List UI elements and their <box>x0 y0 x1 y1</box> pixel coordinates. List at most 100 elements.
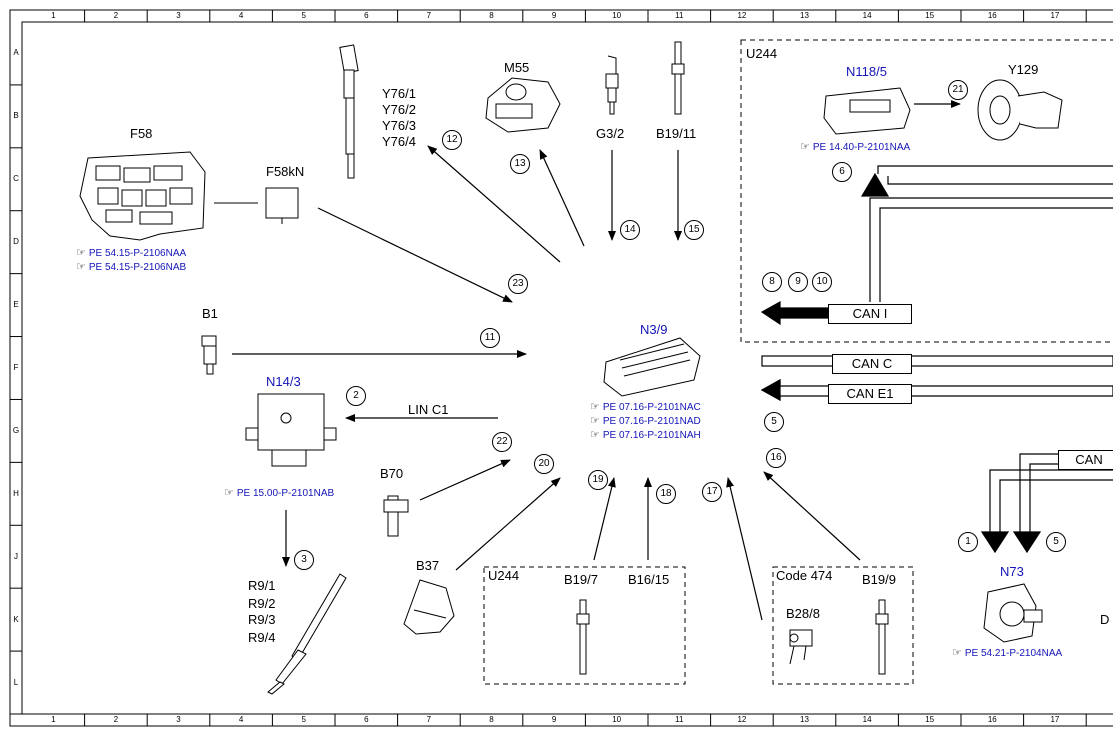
g32-sensor-drawing <box>605 55 619 115</box>
column-reference-top: 2 <box>113 11 119 20</box>
signal-number: 17 <box>702 482 722 502</box>
column-reference-bottom: 13 <box>800 715 809 724</box>
hand-pointer-icon: ☞ <box>590 401 600 413</box>
column-reference-bottom: 17 <box>1050 715 1060 724</box>
column-reference-bottom: 10 <box>612 715 622 724</box>
row-reference: A <box>13 48 19 58</box>
column-reference-top: 5 <box>301 11 306 20</box>
row-reference: C <box>13 174 19 184</box>
n39-reference-3[interactable]: ☞PE 07.16-P-2101NAH <box>590 428 701 441</box>
cut-label-d: D <box>1100 612 1110 627</box>
f58-fuse-box-drawing <box>79 151 206 241</box>
n39-reference-1[interactable]: ☞PE 07.16-P-2101NAC <box>590 400 701 413</box>
code474-box <box>772 566 914 685</box>
signal-number: 19 <box>588 470 608 490</box>
row-reference: L <box>13 677 19 687</box>
can-e1-label: CAN E1 <box>828 384 912 404</box>
signal-number: 21 <box>948 80 968 100</box>
signal-number: 8 <box>762 272 782 292</box>
n39-reference-1-text: PE 07.16-P-2101NAC <box>602 402 701 413</box>
signal-number: 22 <box>492 432 512 452</box>
row-reference: B <box>13 111 19 121</box>
n143-label: N14/3 <box>266 374 301 389</box>
column-reference-bottom: 16 <box>987 715 997 724</box>
b37-pedal-drawing <box>403 579 455 635</box>
hand-pointer-icon: ☞ <box>952 647 962 659</box>
n1185-label: N118/5 <box>846 64 887 79</box>
row-reference: K <box>13 614 19 624</box>
n73-ignition-switch-drawing <box>983 583 1043 643</box>
n73-reference[interactable]: ☞PE 54.21-P-2104NAA <box>952 646 1062 659</box>
column-reference-bottom: 1 <box>51 715 56 724</box>
u244-bottom-box <box>483 566 686 685</box>
signal-number: 20 <box>534 454 554 474</box>
column-reference-top: 1 <box>51 11 56 20</box>
column-reference-top: 3 <box>176 11 181 20</box>
u244-top-label: U244 <box>746 46 778 61</box>
outer-frame <box>9 9 1113 727</box>
signal-number: 5 <box>1046 532 1066 552</box>
column-reference-top: 15 <box>925 11 935 20</box>
f58-reference-2[interactable]: ☞PE 54.15-P-2106NAB <box>76 260 186 273</box>
n143-module-drawing <box>245 393 337 467</box>
column-reference-bottom: 5 <box>301 715 306 724</box>
y76-1-label: Y76/1 <box>382 86 416 101</box>
b288-label: B28/8 <box>786 606 820 621</box>
f58kn-relay-drawing <box>265 187 299 224</box>
can-c-label: CAN C <box>832 354 912 374</box>
n39-label: N3/9 <box>640 322 668 337</box>
code474-label: Code 474 <box>776 568 833 583</box>
can-i-label: CAN I <box>828 304 912 324</box>
n1185-reference-text: PE 14.40-P-2101NAA <box>812 142 911 153</box>
row-reference: E <box>13 300 19 310</box>
f58-reference-1[interactable]: ☞PE 54.15-P-2106NAA <box>76 246 186 259</box>
m55-actuator-drawing <box>485 77 561 133</box>
r9-3-label: R9/3 <box>248 612 276 627</box>
row-reference: D <box>13 237 19 247</box>
r9-1-label: R9/1 <box>248 578 276 593</box>
b197-sensor-drawing <box>576 599 590 675</box>
m55-label: M55 <box>504 60 530 75</box>
g32-label: G3/2 <box>596 126 625 141</box>
row-reference: H <box>13 488 19 498</box>
hand-pointer-icon: ☞ <box>590 429 600 441</box>
signal-number: 11 <box>480 328 500 348</box>
y76-2-label: Y76/2 <box>382 102 416 117</box>
n143-reference-text: PE 15.00-P-2101NAB <box>236 488 335 499</box>
column-reference-bottom: 15 <box>925 715 935 724</box>
signal-number: 9 <box>788 272 808 292</box>
column-reference-top: 11 <box>675 11 684 20</box>
r9-glow-plug-drawing <box>267 573 347 695</box>
f58-reference-2-text: PE 54.15-P-2106NAB <box>88 262 187 273</box>
row-reference: J <box>14 551 18 561</box>
column-reference-top: 4 <box>238 11 244 20</box>
signal-arrows <box>232 100 961 621</box>
b1911-label: B19/11 <box>656 126 697 141</box>
column-reference-bottom: 3 <box>176 715 181 724</box>
n73-label: N73 <box>1000 564 1024 579</box>
column-reference-bottom: 2 <box>113 715 119 724</box>
signal-number: 10 <box>812 272 832 292</box>
column-reference-bottom: 8 <box>489 715 494 724</box>
row-reference: G <box>12 425 20 435</box>
n73-reference-text: PE 54.21-P-2104NAA <box>964 648 1063 659</box>
column-reference-top: 13 <box>800 11 809 20</box>
n1185-reference[interactable]: ☞PE 14.40-P-2101NAA <box>800 140 910 153</box>
f58kn-label: F58kN <box>266 164 305 179</box>
hand-pointer-icon: ☞ <box>590 415 600 427</box>
n143-reference[interactable]: ☞PE 15.00-P-2101NAB <box>224 486 334 499</box>
y76-4-label: Y76/4 <box>382 134 416 149</box>
b1615-label: B16/15 <box>628 572 670 587</box>
column-reference-bottom: 11 <box>675 715 684 724</box>
f58-reference-1-text: PE 54.15-P-2106NAA <box>88 248 187 259</box>
hand-pointer-icon: ☞ <box>76 247 86 259</box>
signal-number: 3 <box>294 550 314 570</box>
y129-label: Y129 <box>1008 62 1039 77</box>
n39-reference-2[interactable]: ☞PE 07.16-P-2101NAD <box>590 414 701 427</box>
b70-label: B70 <box>380 466 404 481</box>
y76-injector-drawing <box>339 44 359 179</box>
column-reference-bottom: 12 <box>737 715 747 724</box>
column-reference-bottom: 9 <box>551 715 557 724</box>
frame-ticks <box>10 10 1087 726</box>
